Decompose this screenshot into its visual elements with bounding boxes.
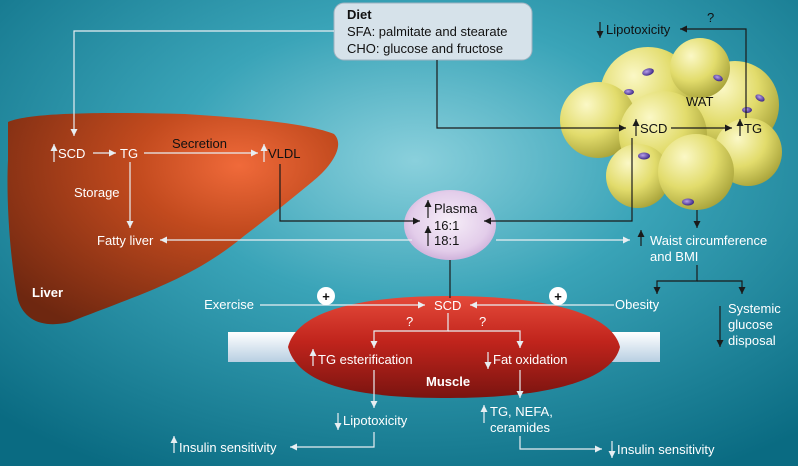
systemic-label: Systemic [728,301,781,316]
connector-lines [70,25,747,453]
muscle-scd-label: SCD [434,298,461,313]
liver-storage-label: Storage [74,185,120,200]
plasma-bubble [404,190,496,260]
exercise-plus-badge: + [317,287,335,305]
exercise-label: Exercise [204,297,254,312]
wat-question-mark: ? [707,10,714,25]
liver-vldl-label: VLDL [268,146,301,161]
muscle-question-right: ? [479,314,486,329]
wat-label: WAT [686,94,713,109]
liver-title: Liver [32,285,63,300]
muscle-organ [228,296,660,398]
obesity-label: Obesity [615,297,660,312]
ceramides-label: ceramides [490,420,550,435]
diet-cho-line: CHO: glucose and fructose [347,41,503,56]
waist-circumference-label: Waist circumference [650,233,767,248]
diet-title: Diet [347,7,372,22]
svg-text:+: + [554,289,562,304]
bottom-border [0,466,798,473]
liver-scd-label: SCD [58,146,85,161]
plasma-label: Plasma [434,201,478,216]
insulin-sensitivity-right-label: Insulin sensitivity [617,442,715,457]
muscle-title: Muscle [426,374,470,389]
plasma-ratio-18-1: 18:1 [434,233,459,248]
wat-cluster [560,38,782,210]
fat-oxidation-label: Fat oxidation [493,352,567,367]
fat-cell-nuclei [624,68,765,206]
insulin-sensitivity-left-label: Insulin sensitivity [179,440,277,455]
tg-nefa-label: TG, NEFA, [490,404,553,419]
diet-sfa-line: SFA: palmitate and stearate [347,24,507,39]
svg-text:+: + [322,289,330,304]
wat-lipotoxicity-label: Lipotoxicity [606,22,671,37]
wat-scd-label: SCD [640,121,667,136]
systemic-glucose-label: glucose [728,317,773,332]
liver-secretion-label: Secretion [172,136,227,151]
fatty-liver-label: Fatty liver [97,233,154,248]
systemic-disposal-label: disposal [728,333,776,348]
plasma-ratio-16-1: 16:1 [434,218,459,233]
obesity-plus-badge: + [549,287,567,305]
liver-organ [7,112,339,325]
muscle-lipotoxicity-label: Lipotoxicity [343,413,408,428]
wat-tg-label: TG [744,121,762,136]
liver-tg-label: TG [120,146,138,161]
tg-esterification-label: TG esterification [318,352,413,367]
direction-arrows [50,22,744,458]
waist-bmi-label: and BMI [650,249,698,264]
muscle-question-left: ? [406,314,413,329]
